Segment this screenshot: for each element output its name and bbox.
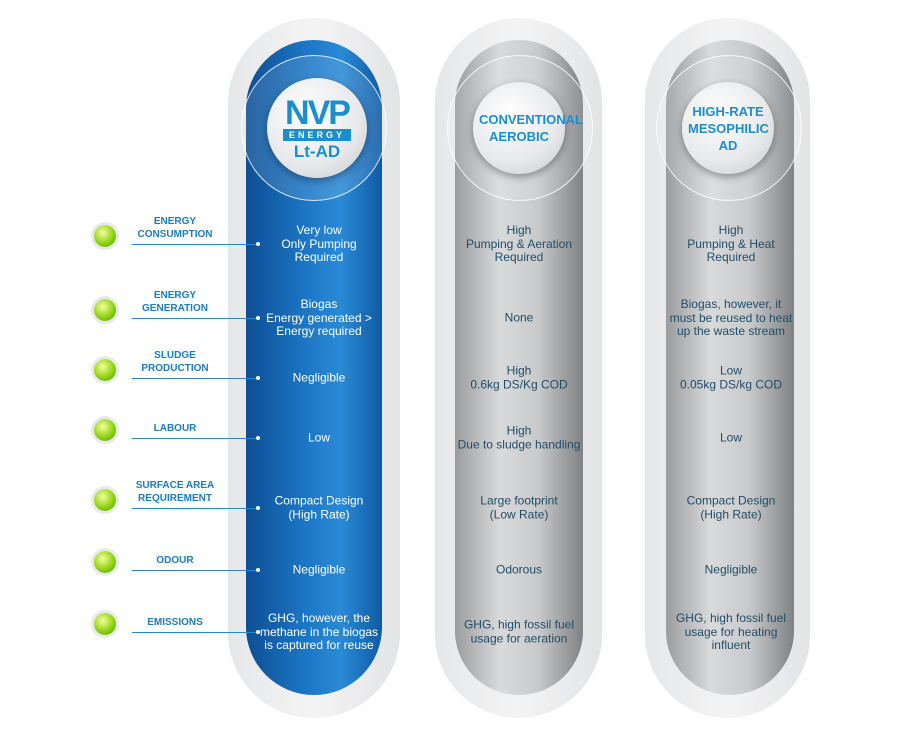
criterion-connector — [132, 508, 256, 509]
cell-value: Low — [307, 430, 330, 445]
criterion-bullet-icon — [94, 225, 116, 247]
cell-value: High 0.6kg DS/Kg COD — [470, 363, 568, 391]
cell-value: Low — [719, 430, 742, 445]
criterion-connector — [132, 570, 256, 571]
cell-value: Compact Design (High Rate) — [274, 493, 364, 521]
row-bullet — [256, 316, 260, 320]
cell-value: Compact Design (High Rate) — [686, 493, 776, 521]
criterion-label: SURFACE AREA REQUIREMENT — [135, 480, 215, 504]
aerobic-badge: CONVENTIONAL AEROBIC — [473, 82, 583, 174]
cell-value: Negligible — [704, 562, 758, 577]
cell-value: Large footprint (Low Rate) — [480, 493, 558, 521]
column-title-lt-ad: Lt-AD — [293, 141, 341, 161]
criterion-connector — [132, 318, 256, 319]
criterion-connector — [132, 438, 256, 439]
criterion-connector — [132, 378, 256, 379]
cell-value: Very low Only Pumping Required — [281, 222, 357, 264]
criterion-label: SLUDGE PRODUCTION — [141, 350, 209, 374]
criterion-bullet-icon — [94, 359, 116, 381]
row-bullet — [256, 506, 260, 510]
criterion-label: ENERGY CONSUMPTION — [137, 216, 213, 240]
cell-value: High Pumping & Aeration Required — [465, 222, 573, 264]
criterion-label: ENERGY GENERATION — [142, 290, 208, 314]
criterion-bullet-icon — [94, 489, 116, 511]
cell-value: Odorous — [495, 562, 543, 577]
cell-value: High Pumping & Heat Required — [687, 222, 775, 264]
nvp-logo-subtext: ENERGY — [282, 128, 351, 141]
criterion-bullet-icon — [94, 551, 116, 573]
cell-value: Biogas, however, it must be reused to he… — [669, 296, 793, 338]
cell-value: Biogas Energy generated > Energy require… — [266, 296, 372, 338]
cell-value: Negligible — [292, 370, 346, 385]
row-bullet — [256, 630, 260, 634]
criterion-label: LABOUR — [153, 423, 197, 434]
criterion-label: EMISSIONS — [147, 617, 203, 628]
criterion-bullet-icon — [94, 299, 116, 321]
cell-value: High Due to sludge handling — [457, 423, 581, 451]
criterion-connector — [132, 244, 256, 245]
nvp-logo-text: NVP — [285, 93, 351, 132]
mesophilic-badge: HIGH-RATE MESOPHILIC AD — [682, 82, 774, 174]
cell-value: GHG, high fossil fuel usage for heating … — [675, 610, 787, 652]
criterion-bullet-icon — [94, 419, 116, 441]
row-bullet — [256, 568, 260, 572]
criterion-bullet-icon — [94, 613, 116, 635]
criterion-label: ODOUR — [156, 555, 194, 566]
cell-value: Low 0.05kg DS/kg COD — [679, 363, 783, 391]
row-bullet — [256, 436, 260, 440]
criterion-connector — [132, 632, 256, 633]
cell-value: GHG, high fossil fuel usage for aeration — [463, 617, 575, 645]
column-title-mesophilic: HIGH-RATE MESOPHILIC AD — [688, 103, 769, 153]
column-title-aerobic: CONVENTIONAL AEROBIC — [479, 112, 583, 144]
row-bullet — [256, 376, 260, 380]
cell-value: None — [504, 310, 534, 325]
cell-value: Negligible — [292, 562, 346, 577]
cell-value: GHG, however, the methane in the biogas … — [259, 610, 379, 652]
row-bullet — [256, 242, 260, 246]
nvp-logo: NVP ENERGY Lt-AD — [267, 78, 367, 178]
